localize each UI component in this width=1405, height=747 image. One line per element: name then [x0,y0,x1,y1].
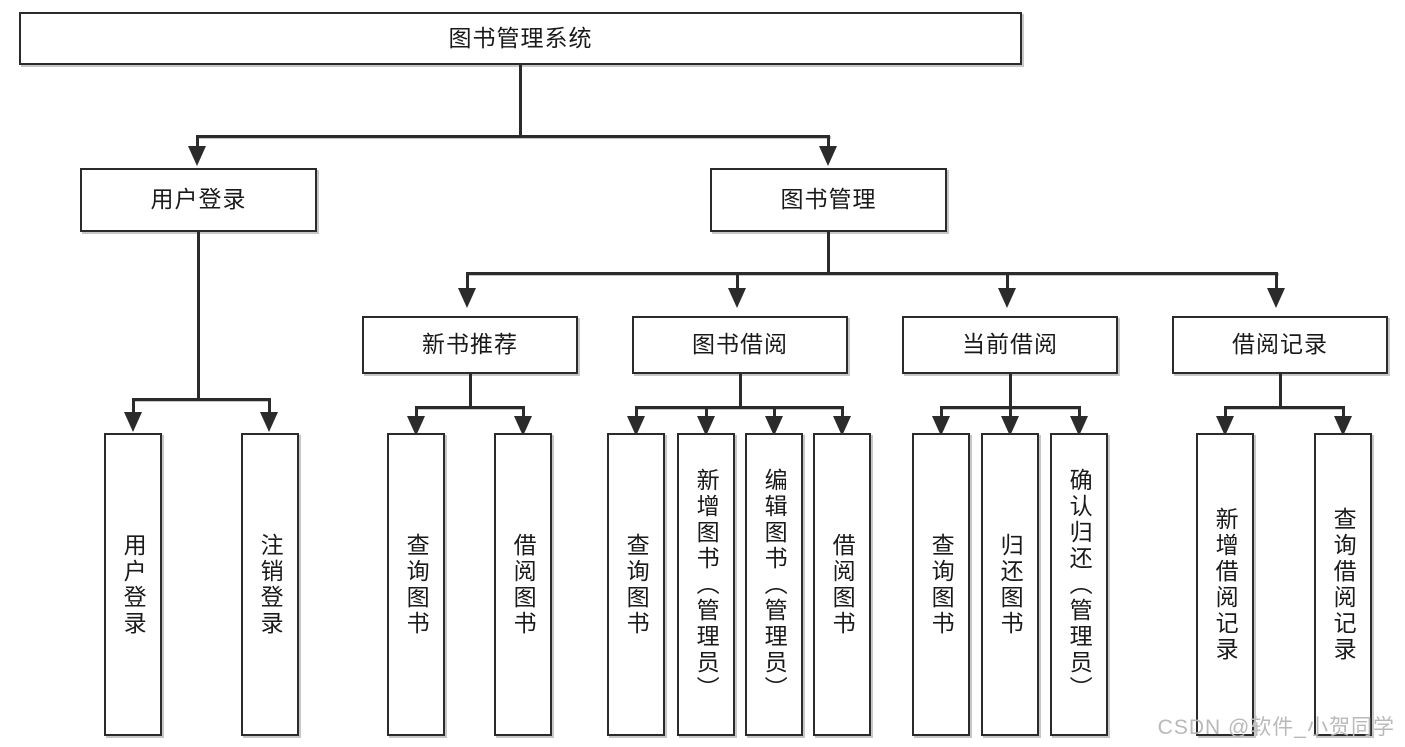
connector-leg-book-borrow [736,272,739,294]
connector-leg-add-borrow-record [1224,406,1227,424]
node-leaf-borrow-books-1[interactable]: 借阅图书 [494,433,552,736]
node-label: 图书管理 [780,186,877,213]
connector-book-borrow-stem [739,374,742,408]
arrowhead-confirm-return [1070,416,1088,436]
node-label: 查询借阅记录 [1330,506,1357,663]
node-label: 注销登录 [257,532,284,637]
connector-leg-borrow-books-1 [522,406,525,424]
node-leaf-add-borrow-record[interactable]: 新增借阅记录 [1196,433,1254,736]
arrowhead-add-borrow-record [1216,416,1234,436]
arrowhead-add-book [697,416,715,436]
connector-leg-confirm-return [1078,406,1081,424]
node-leaf-edit-book[interactable]: 编辑图书（管理员） [745,433,803,736]
node-leaf-query-borrow-record[interactable]: 查询借阅记录 [1314,433,1372,736]
arrowhead-borrow-record [1267,288,1285,308]
node-leaf-query-books-2[interactable]: 查询图书 [607,433,665,736]
connector-book-borrow-bus [635,406,843,409]
node-label: 借阅图书 [829,532,856,637]
connector-leg-leaf-user-login [132,398,135,420]
arrowhead-edit-book [765,416,783,436]
node-label: 新增图书（管理员） [693,467,720,702]
node-label: 图书借阅 [692,331,788,358]
arrowhead-book-borrow [728,288,746,308]
node-label: 借阅记录 [1232,331,1328,358]
node-leaf-user-login[interactable]: 用户登录 [104,433,162,736]
arrowhead-query-books-3 [932,416,950,436]
node-borrow-record[interactable]: 借阅记录 [1172,316,1388,374]
arrowhead-book-management [819,146,837,166]
node-leaf-query-books-1[interactable]: 查询图书 [387,433,445,736]
connector-leg-edit-book [773,406,776,424]
connector-leg-borrow-record [1275,272,1278,294]
arrowhead-borrow-books-1 [514,416,532,436]
connector-new-book-recommend-stem [469,374,472,408]
node-leaf-return-book[interactable]: 归还图书 [981,433,1039,736]
node-label: 用户登录 [150,186,247,213]
node-leaf-add-book[interactable]: 新增图书（管理员） [677,433,735,736]
connector-root-stem [519,65,522,137]
node-label: 查询图书 [623,532,650,637]
connector-leg-borrow-books-2 [841,406,844,424]
arrowhead-query-borrow-record [1334,416,1352,436]
node-label: 当前借阅 [962,331,1058,358]
node-leaf-query-books-3[interactable]: 查询图书 [912,433,970,736]
arrowhead-new-book-recommend [458,288,476,308]
node-book-management[interactable]: 图书管理 [710,168,947,232]
connector-borrow-record-bus [1224,406,1344,409]
connector-borrow-record-stem [1279,374,1282,408]
connector-leg-current-borrow [1006,272,1009,294]
connector-new-book-recommend-bus [415,406,524,409]
node-label: 新增借阅记录 [1212,506,1239,663]
node-leaf-confirm-return[interactable]: 确认归还（管理员） [1050,433,1108,736]
connector-leg-query-books-3 [940,406,943,424]
connector-leg-query-books-1 [415,406,418,424]
connector-leg-query-borrow-record [1342,406,1345,424]
connector-leg-new-book-recommend [466,272,469,294]
node-root-library-system[interactable]: 图书管理系统 [19,12,1022,65]
connector-book-management-stem [827,232,830,274]
connector-leg-leaf-logout-login [268,398,271,420]
arrowhead-borrow-books-2 [833,416,851,436]
node-label: 编辑图书（管理员） [761,467,788,702]
arrowhead-leaf-user-login [124,412,142,432]
connector-leg-query-books-2 [635,406,638,424]
node-label: 查询图书 [403,532,430,637]
node-leaf-borrow-books-2[interactable]: 借阅图书 [813,433,871,736]
node-label: 新书推荐 [422,331,518,358]
arrowhead-current-borrow [998,288,1016,308]
arrowhead-user-login [188,146,206,166]
node-current-borrow[interactable]: 当前借阅 [902,316,1118,374]
node-new-book-recommend[interactable]: 新书推荐 [362,316,578,374]
node-label: 归还图书 [997,532,1024,637]
node-label: 用户登录 [120,532,147,637]
node-label: 图书管理系统 [448,24,593,51]
arrowhead-query-books-1 [407,416,425,436]
arrowhead-leaf-logout-login [260,412,278,432]
node-label: 查询图书 [928,532,955,637]
node-user-login[interactable]: 用户登录 [80,168,317,232]
connector-user-login-stem [197,232,200,400]
arrowhead-query-books-2 [627,416,645,436]
connector-user-login-bus [132,398,270,401]
connector-level2-bus [196,135,830,138]
connector-leg-add-book [705,406,708,424]
node-label: 确认归还（管理员） [1066,467,1093,702]
connector-level3-bus [466,272,1278,275]
arrowhead-return-book [1001,416,1019,436]
node-leaf-logout-login[interactable]: 注销登录 [241,433,299,736]
node-label: 借阅图书 [510,532,537,637]
connector-current-borrow-stem [1009,374,1012,408]
connector-leg-return-book [1009,406,1012,424]
node-book-borrow[interactable]: 图书借阅 [632,316,848,374]
